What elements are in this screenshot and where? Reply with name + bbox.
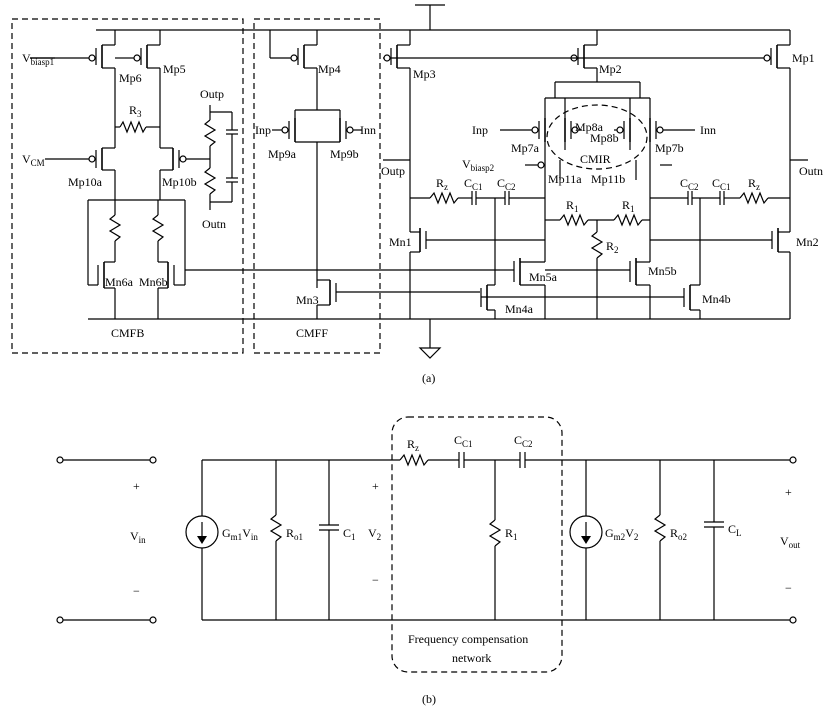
cmfb-box xyxy=(11,18,244,354)
label-gm2v2: Gm2V2 xyxy=(605,526,638,542)
label-r2: R2 xyxy=(606,239,619,255)
vout-plus: + xyxy=(785,485,792,499)
label-mn1: Mn1 xyxy=(389,235,412,249)
label-outp-cmfb: Outp xyxy=(200,87,224,101)
label-mn3: Mn3 xyxy=(296,293,319,307)
label-mp1: Mp1 xyxy=(792,51,815,65)
label-ro2: Ro2 xyxy=(670,526,687,542)
label-mn2: Mn2 xyxy=(796,235,819,249)
cmir-ellipse xyxy=(546,104,648,170)
label-rz-b: Rz xyxy=(407,437,419,453)
label-r1-b: R1 xyxy=(505,526,518,542)
label-mp11b: Mp11b xyxy=(591,172,625,186)
label-mp6: Mp6 xyxy=(119,71,142,85)
label-gm1vin: Gm1Vin xyxy=(222,526,258,542)
label-cmff: CMFF xyxy=(296,326,328,340)
cmff-box xyxy=(253,18,381,354)
label-cc2-b: CC2 xyxy=(514,433,533,449)
label-mp2: Mp2 xyxy=(599,62,622,76)
label-cl: CL xyxy=(728,522,742,538)
label-mp11a: Mp11a xyxy=(548,172,582,186)
label-rz-left: Rz xyxy=(436,176,448,192)
label-mp8a: Mp8a xyxy=(575,120,604,134)
ground-symbol xyxy=(418,347,442,359)
label-outp: Outp xyxy=(381,164,405,178)
caption-b: (b) xyxy=(422,692,436,706)
label-mn5a: Mn5a xyxy=(529,270,558,284)
label-mp9a: Mp9a xyxy=(268,147,297,161)
label-mp9b: Mp9b xyxy=(330,147,359,161)
label-mp4: Mp4 xyxy=(318,62,341,76)
v2-minus: − xyxy=(372,573,379,587)
caption-a: (a) xyxy=(422,371,435,385)
label-vbiasp2: Vbiasp2 xyxy=(462,157,494,173)
figure-b xyxy=(56,416,797,673)
label-vin: Vin xyxy=(130,529,146,545)
label-rz-right: Rz xyxy=(748,176,760,192)
label-inp: Inp xyxy=(472,123,488,137)
figure-a xyxy=(11,4,808,359)
label-c1: C1 xyxy=(343,526,356,542)
label-mp5: Mp5 xyxy=(163,62,186,76)
label-mn5b: Mn5b xyxy=(648,264,677,278)
label-outn: Outn xyxy=(799,164,823,178)
label-vcm: VCM xyxy=(22,152,45,168)
vin-plus: + xyxy=(133,479,140,493)
label-cmir: CMIR xyxy=(580,152,611,166)
network-label-line2: network xyxy=(452,651,491,665)
label-v2: V2 xyxy=(368,526,381,542)
compensation-network-box xyxy=(391,416,563,673)
label-cc1-left: CC1 xyxy=(464,176,483,192)
label-mn4b: Mn4b xyxy=(702,292,731,306)
label-r3: R3 xyxy=(129,103,142,119)
network-label-line1: Frequency compensation xyxy=(408,632,528,646)
label-mp7b: Mp7b xyxy=(655,141,684,155)
label-vout: Vout xyxy=(780,534,801,550)
label-outn-cmfb: Outn xyxy=(202,217,226,231)
label-mp7a: Mp7a xyxy=(511,141,540,155)
label-vbiasp1: Vbiasp1 xyxy=(22,51,54,67)
label-r1-right: R1 xyxy=(622,198,635,214)
label-cc2-left: CC2 xyxy=(497,176,516,192)
vout-minus: − xyxy=(785,581,792,595)
label-inn-cmff: Inn xyxy=(360,123,376,137)
v2-plus: + xyxy=(372,479,379,493)
label-inp-cmff: Inp xyxy=(255,123,271,137)
label-r1-left: R1 xyxy=(566,198,579,214)
vin-minus: − xyxy=(133,584,140,598)
label-cc1-right: CC1 xyxy=(712,176,731,192)
label-cmfb: CMFB xyxy=(111,326,144,340)
label-inn: Inn xyxy=(700,123,716,137)
label-mp3: Mp3 xyxy=(413,67,436,81)
label-mn6a: Mn6a xyxy=(105,275,134,289)
label-cc1-b: CC1 xyxy=(454,433,473,449)
label-ro1: Ro1 xyxy=(286,526,303,542)
label-mp10a: Mp10a xyxy=(68,175,103,189)
label-mn6b: Mn6b xyxy=(139,275,168,289)
label-mn4a: Mn4a xyxy=(505,302,534,316)
label-cc2-right: CC2 xyxy=(680,176,699,192)
label-mp10b: Mp10b xyxy=(162,175,197,189)
label-mp8b: Mp8b xyxy=(590,131,619,145)
